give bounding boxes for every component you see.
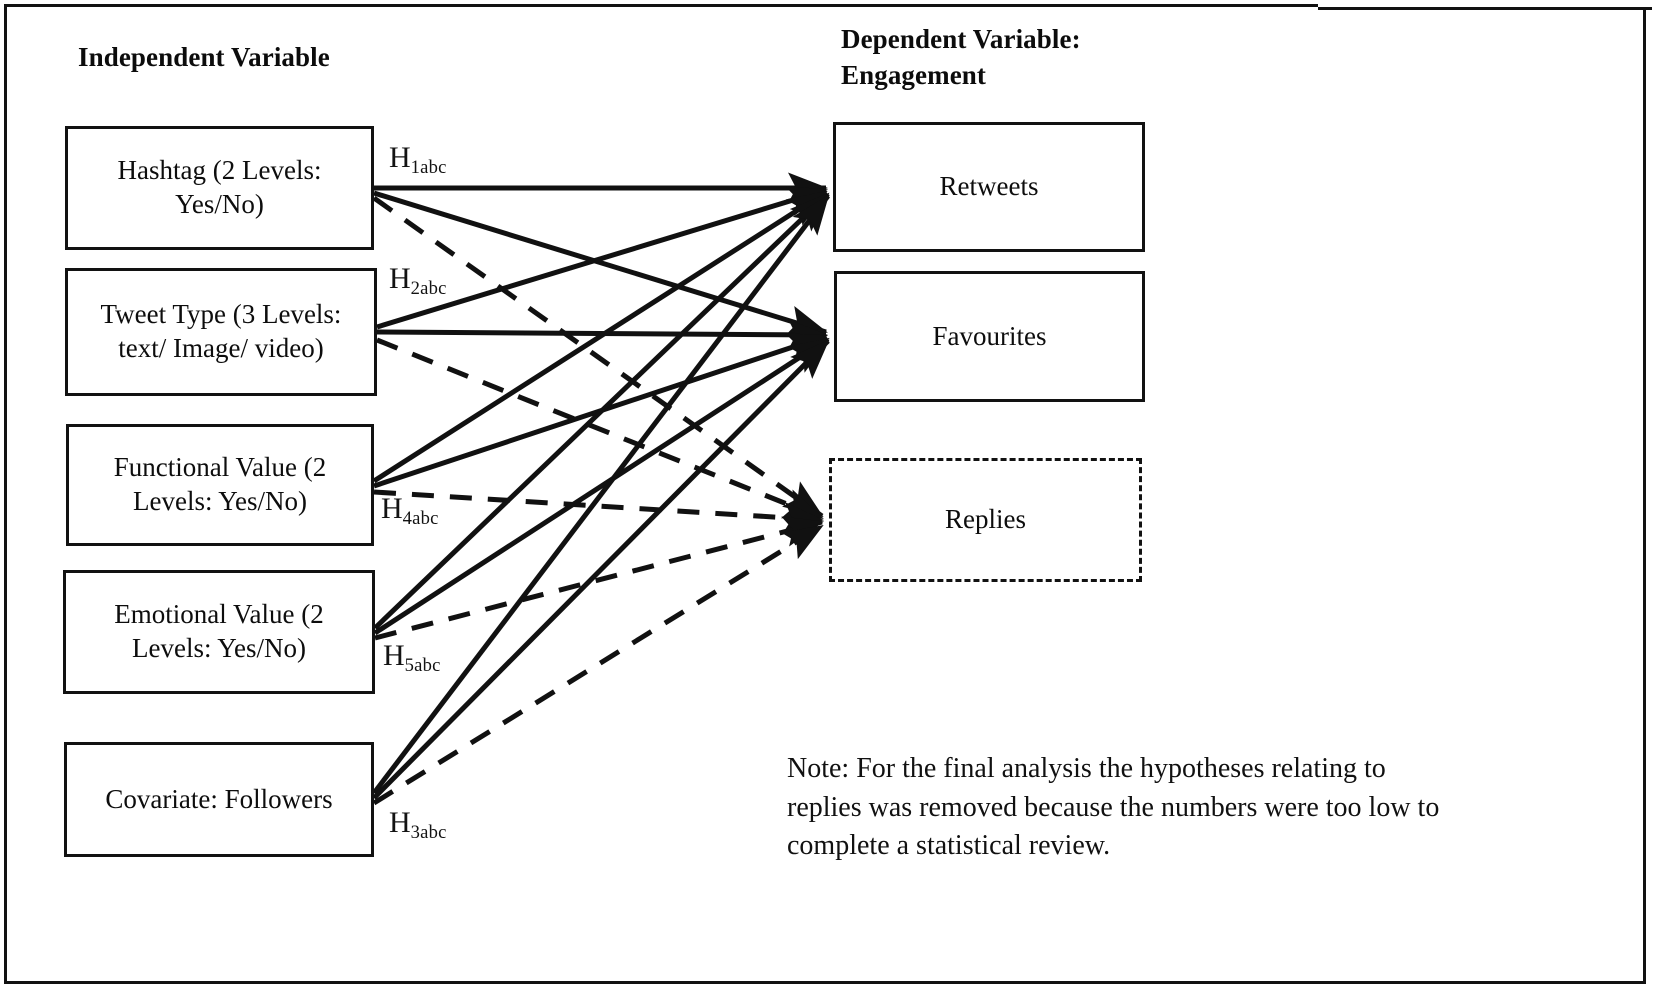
- hypothesis-label-h2: H2abc: [389, 262, 447, 299]
- hypothesis-label-h3: H3abc: [389, 806, 447, 843]
- page-border-frame: [4, 4, 1646, 984]
- solid-edges: [372, 172, 830, 800]
- hypothesis-label-h4: H4abc: [381, 492, 439, 529]
- node-covariate-followers[interactable]: Covariate: Followers: [64, 742, 374, 857]
- diagram-note: Note: For the final analysis the hypothe…: [787, 753, 1440, 862]
- dependent-variable-header: Dependent Variable: Engagement: [841, 22, 1081, 94]
- hypothesis-h2-base: H: [389, 262, 411, 295]
- hypothesis-h4-base: H: [381, 492, 403, 525]
- hypothesis-label-h1: H1abc: [389, 141, 447, 178]
- node-retweets[interactable]: Retweets: [833, 122, 1145, 252]
- dependent-header-line-1: Dependent Variable:: [841, 24, 1081, 54]
- node-functional-value[interactable]: Functional Value (2 Levels: Yes/No): [66, 424, 374, 546]
- hypothesis-h1-base: H: [389, 141, 411, 174]
- node-hashtag[interactable]: Hashtag (2 Levels: Yes/No): [65, 126, 374, 250]
- hypothesis-h5-sub: 5abc: [404, 654, 441, 676]
- hypothesis-h2-sub: 2abc: [410, 277, 447, 299]
- dashed-edges: [372, 195, 824, 806]
- hypothesis-label-h5: H5abc: [383, 639, 441, 676]
- hypothesis-h5-base: H: [383, 639, 405, 672]
- hypothesis-h1-sub: 1abc: [410, 156, 447, 178]
- node-replies[interactable]: Replies: [829, 458, 1142, 582]
- node-favourites[interactable]: Favourites: [834, 271, 1145, 402]
- frame-notch-gap: [1318, 0, 1648, 7]
- independent-variable-header: Independent Variable: [78, 42, 330, 72]
- hypothesis-h3-base: H: [389, 806, 411, 839]
- node-tweet-type[interactable]: Tweet Type (3 Levels: text/ Image/ video…: [65, 268, 377, 396]
- hypothesis-h4-sub: 4abc: [402, 507, 439, 529]
- hypothesis-h3-sub: 3abc: [410, 821, 447, 843]
- node-emotional-value[interactable]: Emotional Value (2 Levels: Yes/No): [63, 570, 375, 694]
- dependent-header-line-2: Engagement: [841, 59, 986, 90]
- frame-notch-line: [1318, 7, 1652, 10]
